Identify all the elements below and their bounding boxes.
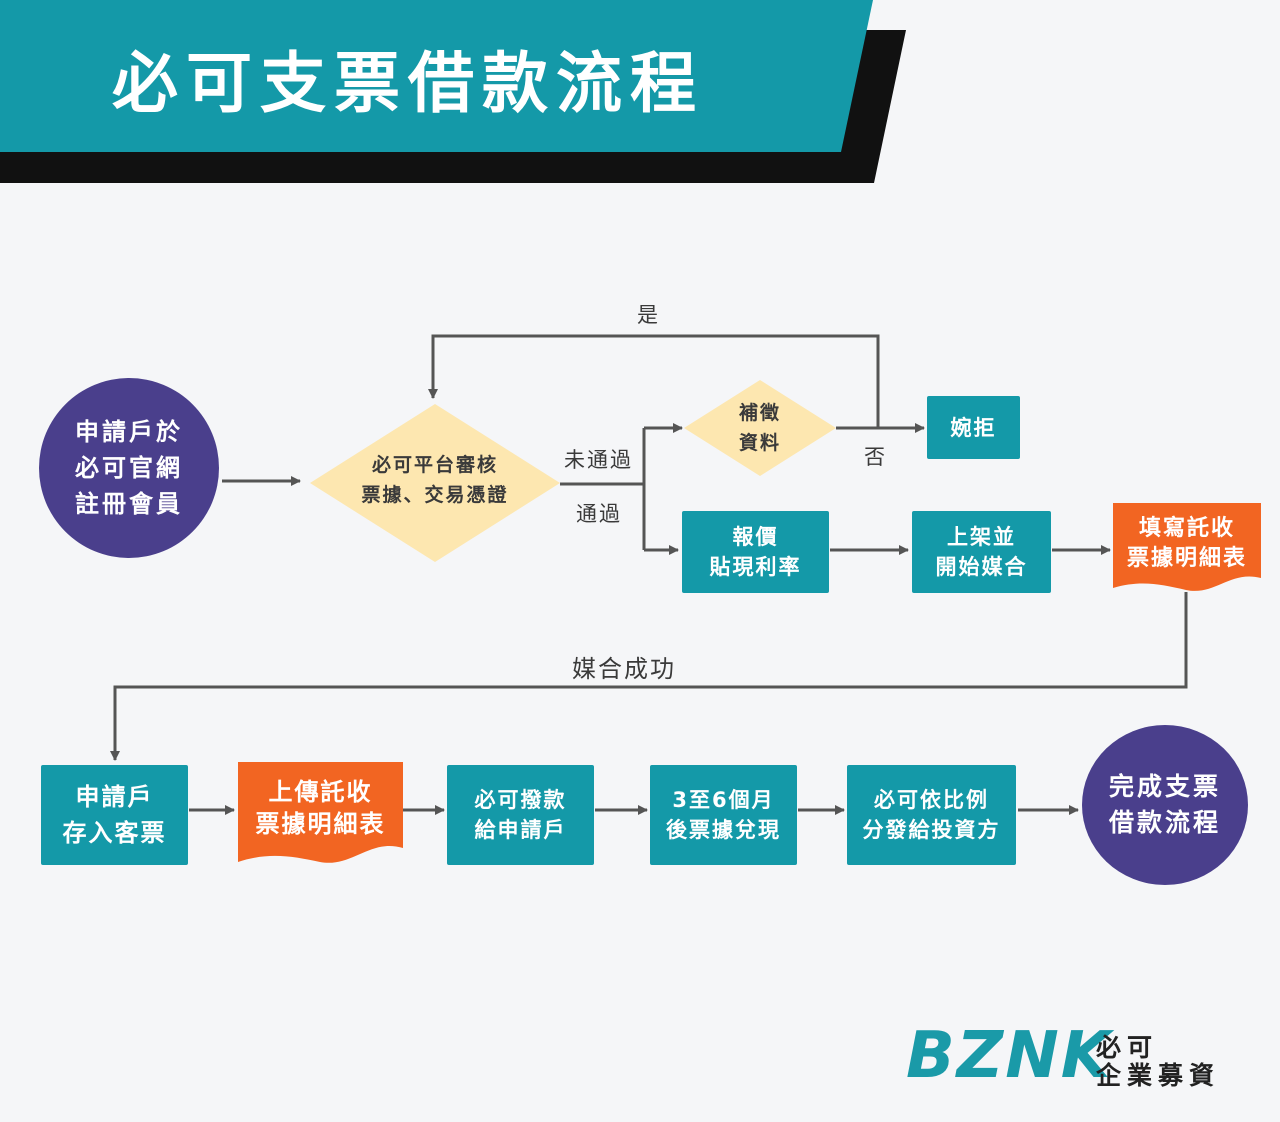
disburse-node: 必可撥款 給申請戶 [447,765,594,865]
listing-node: 上架並 開始媒合 [912,511,1051,593]
redeem-node: 3至6個月 後票據兌現 [650,765,797,865]
quote-node: 報價 貼現利率 [682,511,829,593]
arrow-yes-loop [428,334,880,428]
fill-form-doc-shape [1113,503,1261,591]
start-node: 申請戶於 必可官網 註冊會員 [39,378,219,558]
brand-logo-mark: BZNK [906,1019,1113,1093]
edge-label-matched: 媒合成功 [572,655,676,683]
supplement-diamond [684,380,836,476]
reject-node: 婉拒 [927,396,1020,459]
upload-form-doc-shape [238,762,403,863]
deposit-node: 申請戶 存入客票 [41,765,188,865]
distribute-node: 必可依比例 分發給投資方 [847,765,1016,865]
title-banner [0,0,906,183]
edge-label-not-passed: 未通過 [564,448,633,472]
brand-logo-line2: 企業募資 [1096,1061,1221,1090]
page-title: 必可支票借款流程 [112,45,704,122]
supplement-node-label: 補徵 資料 [738,402,781,454]
edge-label-no: 否 [864,445,887,469]
fill-form-node-label: 填寫託收 票據明細表 [1126,516,1247,571]
upload-form-node-label: 上傳託收 票據明細表 [255,778,386,838]
brand-logo-line1: 必可 [1096,1033,1159,1062]
edge-label-passed: 通過 [576,502,622,526]
banner-background [0,0,873,152]
review-node-label: 必可平台審核 票據、交易憑證 [361,454,509,506]
review-diamond [310,404,560,562]
edge-label-yes: 是 [637,303,660,327]
arrow-matched [110,592,1188,761]
finish-node: 完成支票 借款流程 [1082,725,1248,885]
